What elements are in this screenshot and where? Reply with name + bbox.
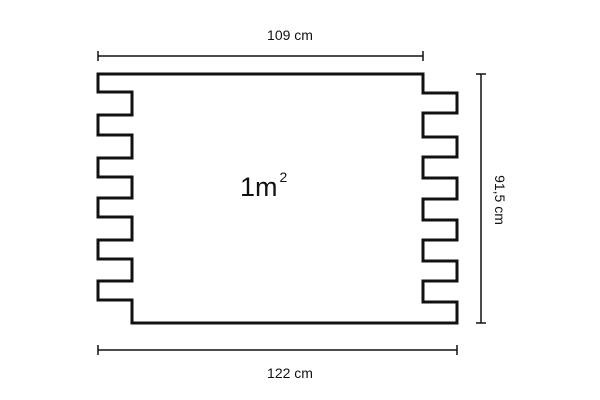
bottom-dimension-line [97,345,458,355]
height-dimension-line [476,73,486,324]
top-width-label: 109 cm [267,27,313,43]
area-value: 1m [240,172,278,202]
interlocking-panel-outline [96,72,459,325]
top-dimension-line [97,51,424,61]
height-label: 91,5 cm [492,175,508,225]
bottom-width-label: 122 cm [267,365,313,381]
area-exponent: 2 [279,169,288,185]
